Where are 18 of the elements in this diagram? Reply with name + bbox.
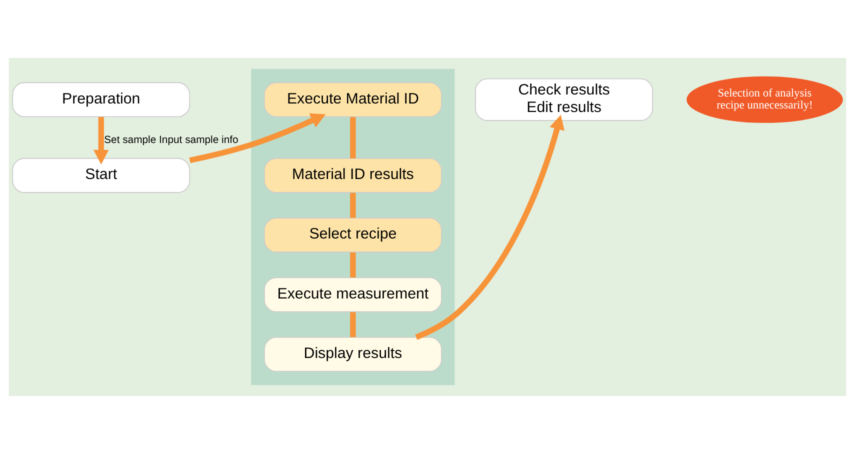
node-box: Material ID results (264, 158, 442, 193)
node-box: Check results Edit results (475, 78, 654, 121)
node-box: Execute measurement (264, 277, 442, 312)
node-ellipse: Selection of analysis recipe unnecessarily! (686, 76, 843, 123)
node-box: Start (12, 158, 190, 193)
connector (350, 252, 356, 278)
arrow (415, 114, 564, 340)
node-box: Execute Material ID (264, 82, 442, 118)
connector (350, 312, 356, 338)
node-box: Select recipe (264, 218, 442, 253)
edge-label: Set sample Input sample info (104, 135, 238, 146)
arrow (189, 113, 326, 164)
node-box: Display results (264, 336, 442, 372)
connector (350, 117, 356, 158)
connector (350, 192, 356, 218)
cluster (251, 68, 455, 386)
node-box: Preparation (12, 82, 190, 118)
arrow (93, 117, 109, 164)
